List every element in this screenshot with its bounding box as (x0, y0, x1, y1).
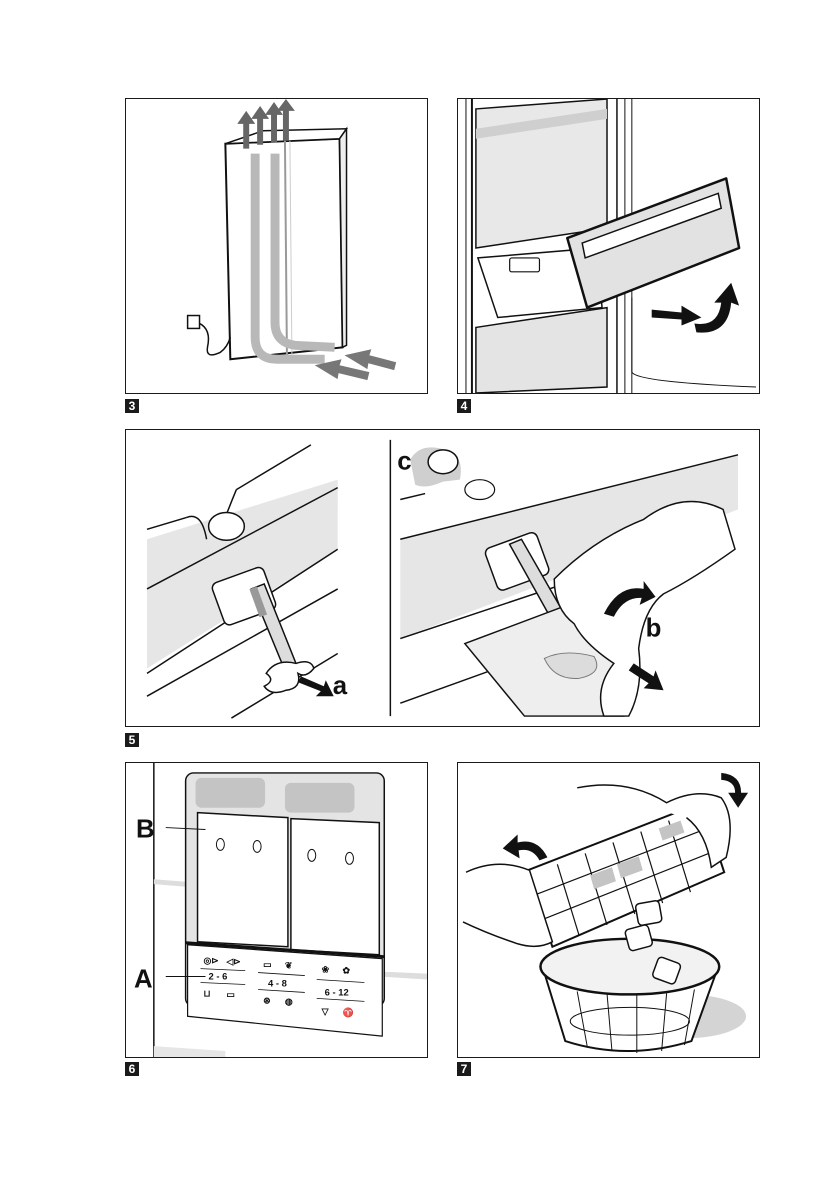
game-icon: ♈ (343, 1006, 354, 1017)
airflow-arrow-icon (250, 153, 335, 364)
ice-cube (652, 956, 682, 985)
fruit-icon: ❦ (285, 961, 292, 971)
bread-icon: ▭ (263, 960, 271, 970)
figure-7-panel (457, 762, 760, 1058)
hot-air-out-arrows (237, 99, 295, 149)
ice-cube (634, 900, 663, 926)
ice-cube (624, 924, 653, 952)
berries-icon: ✿ (343, 966, 351, 976)
hand (553, 500, 736, 717)
twist-arrow-left-icon (502, 834, 548, 861)
figure-number-7: 7 (457, 1062, 471, 1076)
storage-table-panel (187, 944, 383, 1037)
storage-range-1: 2 - 6 (208, 971, 227, 982)
lift-arrow-icon (694, 282, 740, 333)
storage-column-3: ❀ ✿ 6 - 12 ▽ ♈ (316, 965, 365, 1017)
cool-air-in-arrows (314, 349, 397, 381)
drain-hole (464, 479, 496, 501)
freezer-drawer (566, 177, 741, 309)
casserole-icon: ▭ (226, 989, 234, 999)
callout-c: c (397, 448, 411, 476)
figure-number-5: 5 (125, 733, 139, 747)
callout-b: b (646, 615, 662, 643)
vegetable-mix-icon: ❀ (322, 965, 330, 975)
storage-column-1: ◎⊳ ◁⊳ 2 - 6 ⊔ ▭ (200, 956, 246, 999)
rotate-arrow-icon (603, 580, 656, 617)
drain-tool (249, 583, 315, 694)
power-socket-icon (186, 314, 201, 330)
beef-icon: ▽ (321, 1006, 330, 1016)
pull-down-arrow-icon (628, 663, 664, 691)
figure-3-panel (125, 98, 428, 394)
callout-B: B (136, 815, 155, 843)
storage-range-2: 4 - 8 (268, 977, 287, 988)
storage-range-3: 6 - 12 (325, 986, 349, 997)
bowl (539, 937, 721, 1054)
callout-a-arrow (297, 676, 334, 697)
cake-icon: ⊔ (203, 988, 210, 998)
right-hand (577, 784, 731, 869)
poultry-icon: ⊛ (263, 995, 270, 1005)
storage-column-2: ▭ ❦ 4 - 8 ⊛ ◍ (258, 960, 305, 1006)
figure-7-illustration (462, 772, 749, 1054)
figure-6-panel: ◎⊳ ◁⊳ 2 - 6 ⊔ ▭ ▭ ❦ 4 - 8 ⊛ ◍ ❀ ✿ 6 - 12… (125, 762, 428, 1058)
figure-6-illustration: ◎⊳ ◁⊳ 2 - 6 ⊔ ▭ ▭ ❦ 4 - 8 ⊛ ◍ ❀ ✿ 6 - 12… (134, 763, 427, 1057)
callout-a: a (333, 672, 348, 700)
figure-5-panel: a c b (125, 429, 760, 727)
fatty-fish-icon: ◎⊳ (203, 956, 218, 966)
figure-number-6: 6 (125, 1062, 139, 1076)
figure-number-3: 3 (125, 399, 139, 413)
twist-arrow-right-icon (721, 772, 749, 808)
drain-plug (207, 511, 246, 541)
callout-A: A (134, 965, 153, 993)
figure-4-panel (457, 98, 760, 394)
drain-plug-removed (427, 449, 459, 475)
figure-3-illustration (186, 99, 397, 381)
left-hand (462, 863, 554, 948)
temperature-dial-left[interactable] (196, 811, 289, 948)
figure-5-illustration: a c b (146, 439, 739, 719)
vegetables-icon: ◍ (285, 996, 293, 1006)
fish-icon: ◁⊳ (225, 957, 240, 967)
figure-4-illustration (465, 99, 757, 393)
temperature-dial-right[interactable] (290, 817, 381, 956)
pull-arrow-icon (651, 305, 702, 326)
figure-number-4: 4 (457, 399, 471, 413)
fridge-icon (224, 126, 348, 361)
power-cable (199, 322, 232, 356)
